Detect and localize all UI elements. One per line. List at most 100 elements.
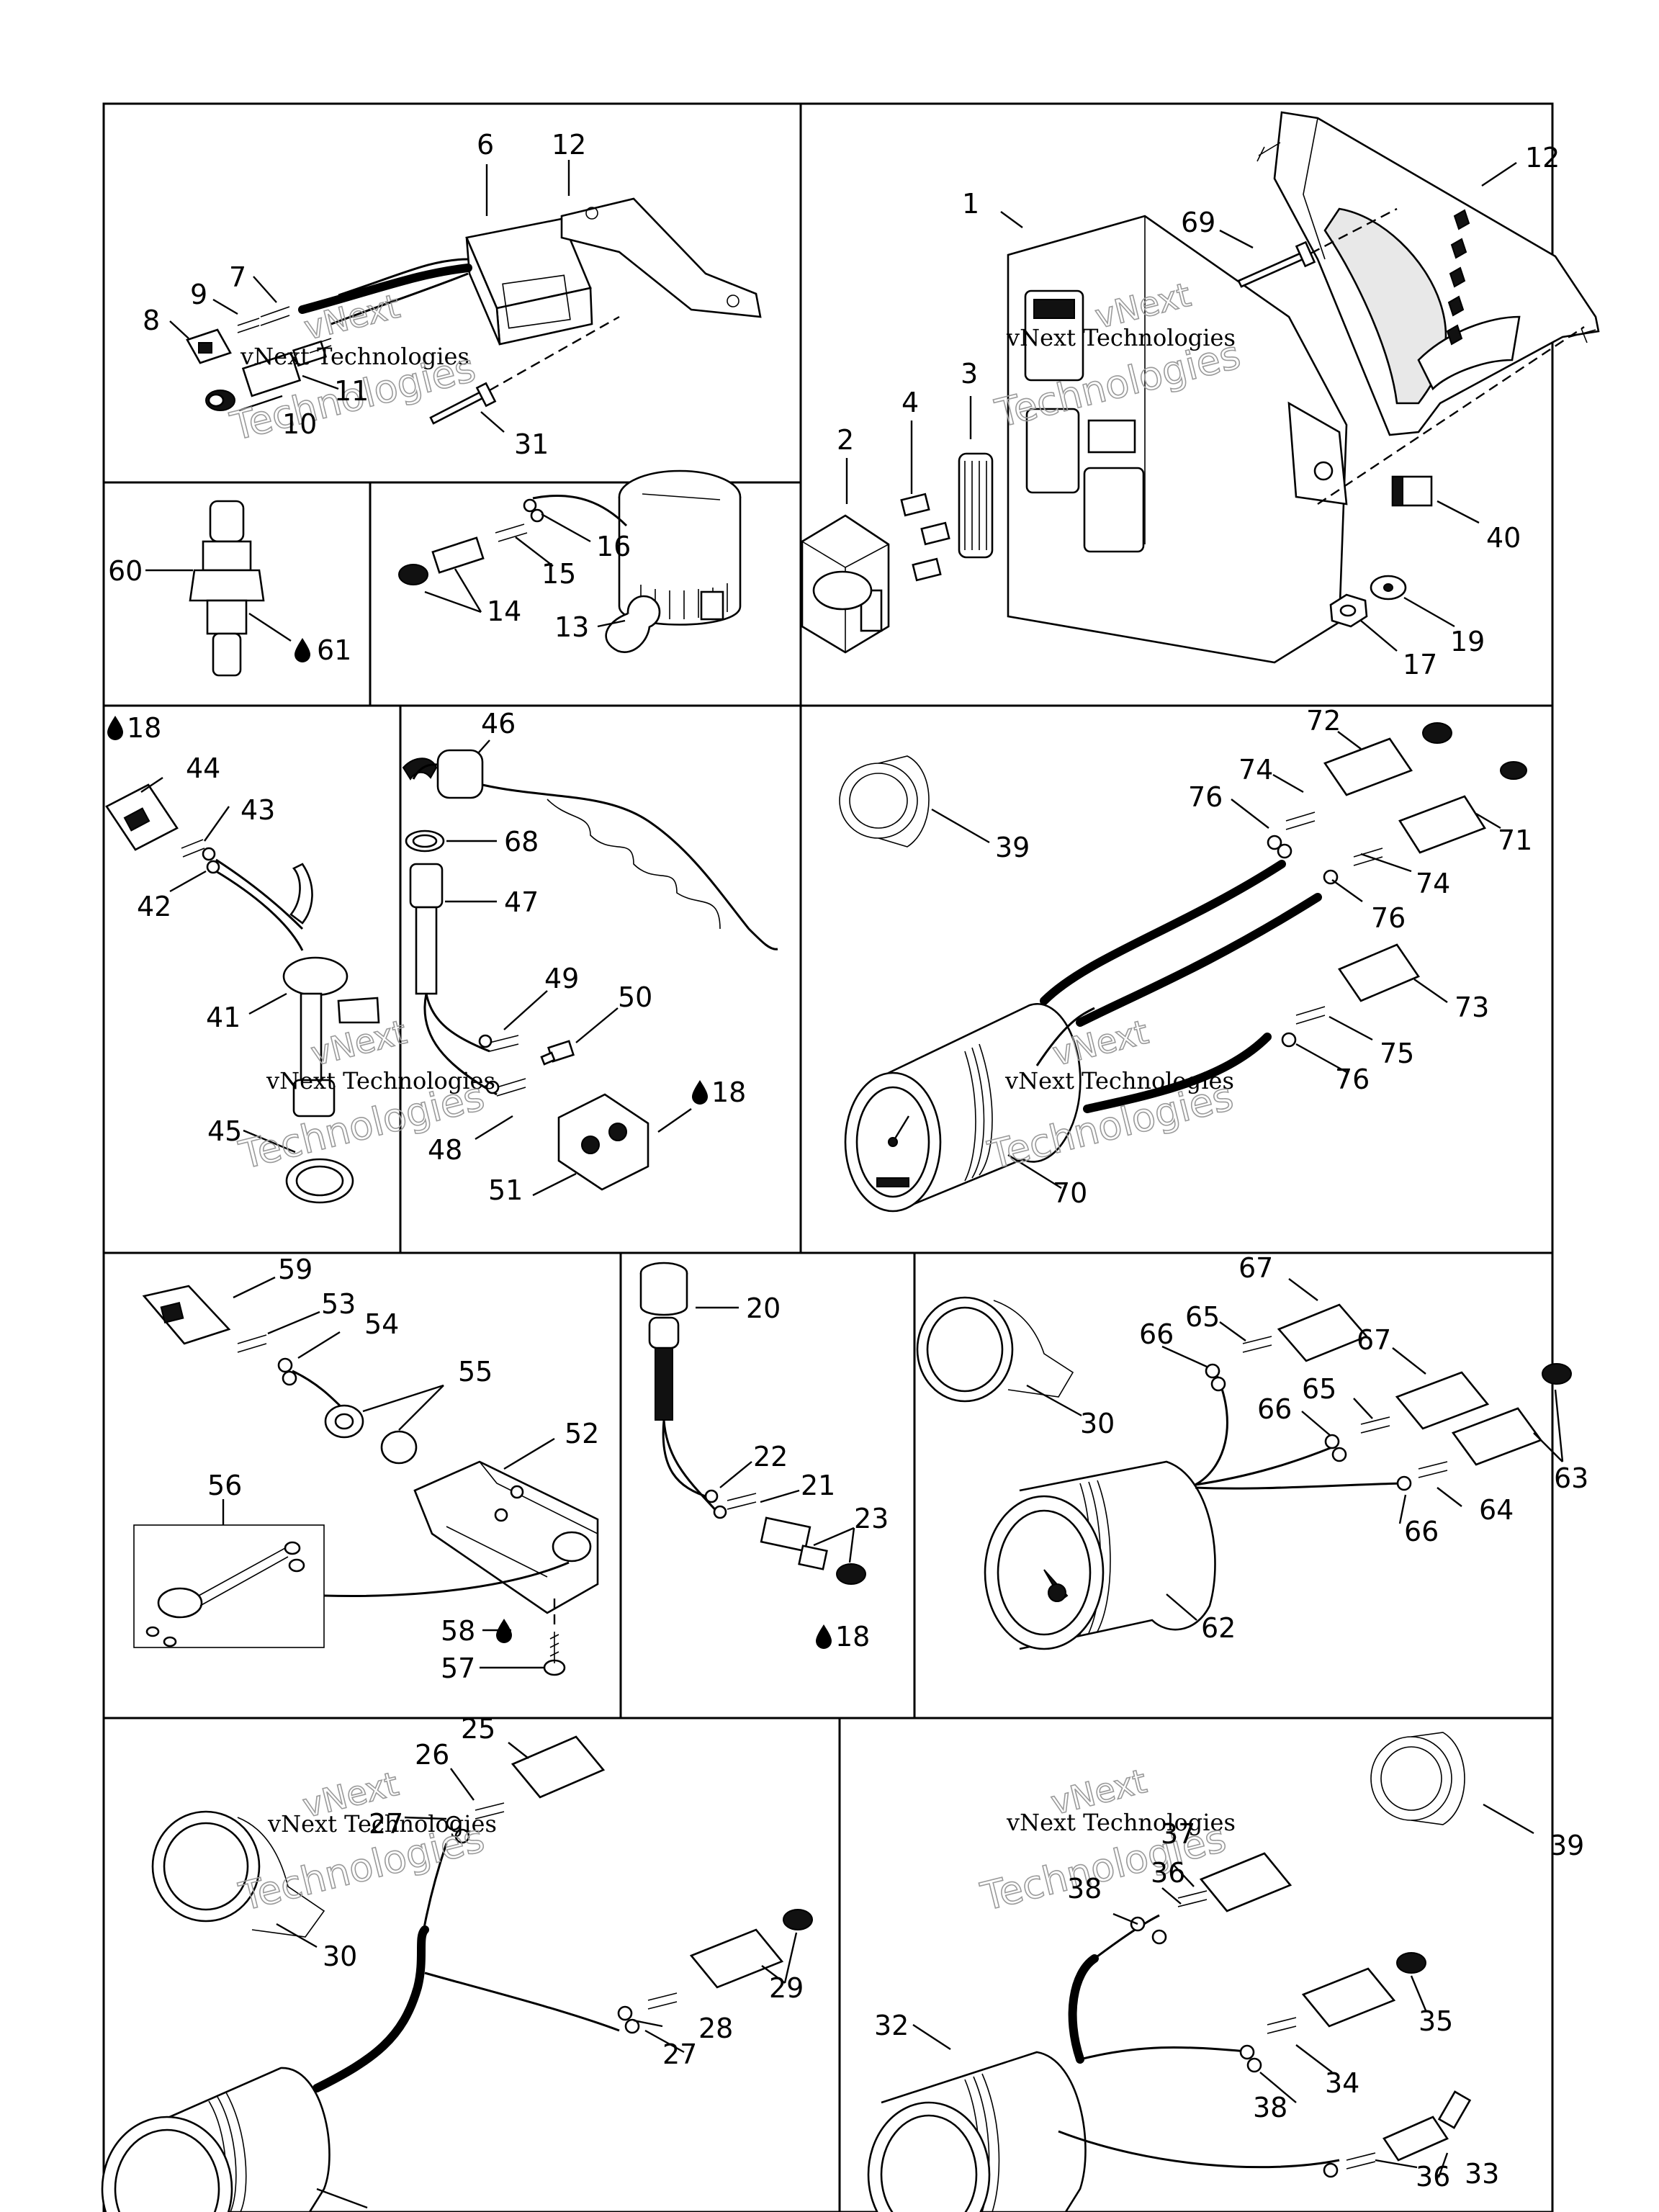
callout-43: 43 <box>240 794 275 826</box>
callout-73: 73 <box>1455 992 1489 1023</box>
callout-25: 25 <box>461 1713 495 1745</box>
connector-23 <box>760 1516 866 1585</box>
pump-13 <box>605 469 742 653</box>
callout-70: 70 <box>1053 1177 1087 1209</box>
panel-sender-52 <box>133 1276 599 1676</box>
callout-53: 53 <box>321 1288 356 1320</box>
callout-27: 27 <box>662 2038 697 2070</box>
callout-3: 3 <box>961 358 978 390</box>
callout-54: 54 <box>364 1308 399 1340</box>
terminals-48-49 <box>478 1034 526 1097</box>
callout-1: 1 <box>962 188 979 220</box>
plug-50 <box>540 1040 575 1066</box>
watermark-bottom-right: vNext vNext Technologies Technologies <box>976 1761 1236 1920</box>
callout-39: 39 <box>1550 1830 1584 1861</box>
bezel-30-left <box>151 1810 325 1938</box>
callout-14: 14 <box>487 595 521 627</box>
callout-51: 51 <box>488 1174 523 1206</box>
connectors-25-29 <box>511 1735 813 1989</box>
switch-47 <box>409 863 444 995</box>
callout-33: 33 <box>1465 2158 1499 2190</box>
svg-text:vNext Technologies: vNext Technologies <box>1004 1067 1234 1094</box>
sensor-60 <box>189 500 265 677</box>
callout-10: 10 <box>282 408 317 440</box>
callout-76: 76 <box>1335 1064 1370 1095</box>
callout-36: 36 <box>1416 2161 1450 2193</box>
callout-68: 68 <box>504 826 539 858</box>
callout-34: 34 <box>1325 2067 1359 2099</box>
callout-65: 65 <box>1185 1301 1220 1333</box>
callout-74: 74 <box>1238 754 1273 786</box>
callout-40: 40 <box>1486 522 1521 554</box>
bezel-39-bottom <box>1370 1732 1465 1825</box>
terminals-65-66 <box>1205 1336 1448 1491</box>
callout-58: 58 <box>441 1615 475 1647</box>
bracket-12-large <box>1256 111 1600 436</box>
fuses-4 <box>900 493 950 582</box>
callout-2: 2 <box>837 424 854 456</box>
screw-57 <box>543 1632 566 1676</box>
callout-41: 41 <box>206 1002 240 1033</box>
terminals-21-22 <box>704 1489 757 1519</box>
callout-29: 29 <box>769 1972 804 2004</box>
seal-10 <box>205 390 235 411</box>
callout-38: 38 <box>1253 2092 1287 2123</box>
module-1 <box>1007 215 1348 664</box>
relay-2 <box>801 514 890 654</box>
callout-57: 57 <box>441 1653 475 1684</box>
callout-39: 39 <box>995 832 1030 863</box>
callout-8: 8 <box>143 305 160 336</box>
callout-18: 18 <box>835 1621 870 1653</box>
callout-61: 61 <box>317 634 351 666</box>
callout-9: 9 <box>190 279 207 310</box>
callout-32: 32 <box>874 2010 909 2041</box>
panel-sensor-41 <box>105 777 380 1204</box>
hardware-kit-56 <box>133 1524 325 1648</box>
svg-text:vNext Technologies: vNext Technologies <box>267 1810 497 1838</box>
callout-76: 76 <box>1371 902 1406 934</box>
callout-50: 50 <box>618 981 652 1013</box>
panel-gauge-70 <box>839 722 1527 1213</box>
seal-55 <box>324 1404 418 1465</box>
bezel-30-right <box>916 1296 1074 1403</box>
callout-26: 26 <box>415 1739 449 1771</box>
callout-28: 28 <box>698 2013 733 2044</box>
panel-module-1 <box>801 111 1600 664</box>
terminals-53-54 <box>237 1334 297 1386</box>
washer-19 <box>1370 575 1407 601</box>
svg-text:vNext Technologies: vNext Technologies <box>266 1067 495 1094</box>
connector-11 <box>241 340 328 397</box>
callout-72: 72 <box>1306 705 1341 737</box>
connector-14 <box>398 536 485 585</box>
callout-35: 35 <box>1419 2005 1453 2037</box>
callout-49: 49 <box>544 963 579 994</box>
callout-13: 13 <box>554 611 589 643</box>
callout-21: 21 <box>801 1470 835 1501</box>
callout-66: 66 <box>1404 1516 1439 1547</box>
connector-73 <box>1338 943 1420 1002</box>
gauge-62 <box>984 1460 1216 1650</box>
callout-60: 60 <box>108 555 143 587</box>
callout-45: 45 <box>207 1115 242 1147</box>
rivet-69 <box>1237 240 1316 288</box>
callout-31: 31 <box>514 428 549 460</box>
gauge-32 <box>867 2051 1087 2212</box>
callout-15: 15 <box>541 558 576 590</box>
callout-20: 20 <box>746 1292 781 1324</box>
callout-37: 37 <box>1161 1818 1195 1850</box>
panel-pump-13 <box>398 469 742 653</box>
oil-drop-icon <box>107 716 123 740</box>
module-6 <box>465 217 593 346</box>
callout-63: 63 <box>1554 1462 1588 1494</box>
callout-66: 66 <box>1139 1318 1174 1350</box>
nut-17 <box>1329 593 1368 628</box>
callout-17: 17 <box>1403 649 1437 680</box>
callout-36: 36 <box>1151 1857 1185 1889</box>
plug-40 <box>1391 475 1433 507</box>
callout-48: 48 <box>428 1134 462 1166</box>
connector-51 <box>557 1093 649 1191</box>
sensor-41 <box>282 863 380 1118</box>
terminals-34-36-38 <box>1130 1890 1376 2178</box>
callout-labels: 6 12 7 9 8 10 11 31 1 12 69 3 4 2 40 19 … <box>108 129 1588 2193</box>
